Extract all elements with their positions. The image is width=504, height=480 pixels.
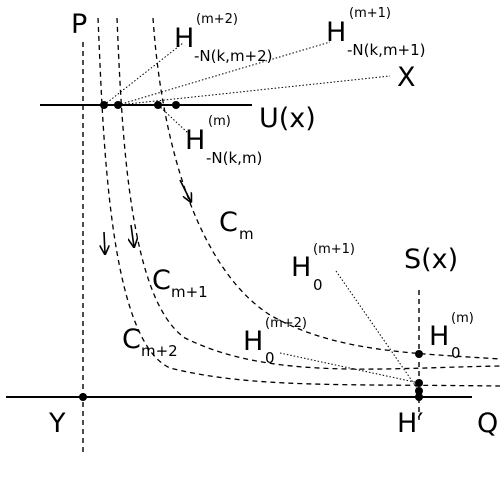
label-x: X — [397, 62, 416, 93]
label-c-m2: C m+2 — [122, 324, 178, 360]
point-h-prime — [415, 393, 423, 401]
point-h0-m — [415, 350, 423, 358]
svg-text:C: C — [152, 265, 171, 296]
svg-text:m+2: m+2 — [141, 342, 178, 360]
svg-text:(m): (m) — [208, 114, 231, 129]
svg-text:0: 0 — [313, 276, 323, 294]
svg-text:H: H — [291, 252, 311, 283]
label-s: S(x) — [404, 244, 458, 275]
svg-text:(m+1): (m+1) — [313, 242, 355, 257]
svg-text:(m+2): (m+2) — [196, 12, 238, 27]
svg-text:H: H — [429, 321, 449, 352]
svg-text:-N(k,m+2): -N(k,m+2) — [194, 47, 273, 65]
svg-text:-N(k,m+1): -N(k,m+1) — [347, 41, 426, 59]
label-y: Y — [48, 408, 66, 439]
svg-text:C: C — [219, 207, 238, 238]
label-p: P — [71, 9, 87, 40]
label-h-m2-top: H (m+2) -N(k,m+2) — [174, 12, 273, 65]
points — [79, 101, 423, 401]
label-h-m1-top: H (m+1) -N(k,m+1) — [326, 6, 426, 59]
label-h0-m: H (m) 0 — [429, 311, 474, 362]
point-h0-m1 — [415, 387, 423, 395]
svg-text:m+1: m+1 — [171, 283, 208, 301]
svg-text:(m): (m) — [451, 311, 474, 326]
label-u: U(x) — [259, 103, 316, 134]
arrow-c-m1 — [131, 224, 134, 247]
label-c-m1: C m+1 — [152, 265, 208, 301]
pointer-lines — [103, 41, 420, 392]
arrow-c-m2 — [104, 231, 105, 254]
svg-text:H: H — [185, 125, 205, 156]
label-c-m: C m — [219, 207, 254, 243]
curve-c-m1 — [116, 17, 501, 370]
svg-text:0: 0 — [451, 344, 461, 362]
svg-text:(m+2): (m+2) — [265, 316, 307, 331]
label-h-prime: H′ — [397, 408, 423, 439]
point-u-extra — [172, 101, 180, 109]
svg-text:H: H — [326, 17, 346, 48]
curve-c-m — [152, 17, 501, 360]
svg-text:(m+1): (m+1) — [349, 6, 391, 21]
label-h-m-top: H (m) -N(k,m) — [185, 114, 262, 167]
svg-text:-N(k,m): -N(k,m) — [206, 149, 262, 167]
point-h-m1-top — [114, 101, 122, 109]
point-h0-m2 — [415, 379, 423, 387]
point-h-m2-top — [100, 101, 108, 109]
label-h0-m1: H (m+1) 0 — [291, 242, 355, 294]
svg-text:H: H — [174, 23, 194, 54]
svg-text:0: 0 — [265, 349, 275, 367]
svg-text:C: C — [122, 324, 141, 355]
curve-c-m2 — [97, 17, 501, 387]
svg-text:H: H — [243, 326, 263, 357]
svg-text:m: m — [239, 225, 254, 243]
label-h0-m2: H (m+2) 0 — [243, 316, 307, 367]
point-h-m-top — [154, 101, 162, 109]
point-y — [79, 393, 87, 401]
label-q: Q — [477, 408, 498, 439]
arrow-c-m — [179, 179, 191, 202]
